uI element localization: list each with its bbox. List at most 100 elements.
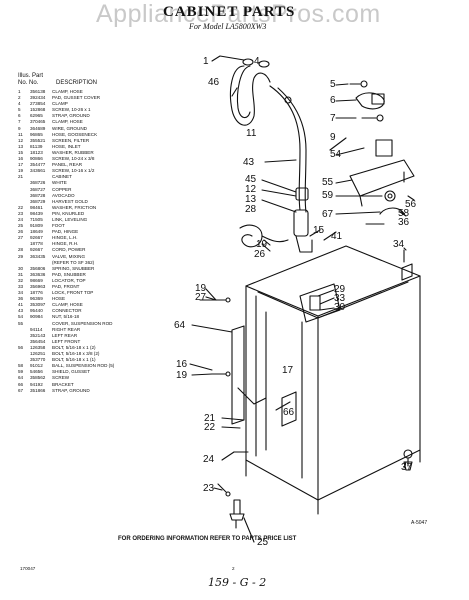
clamp-bracket [355, 92, 385, 110]
callout-33: 33 [334, 293, 346, 304]
part-desc: SPRING, SNUBBER [52, 265, 95, 271]
part-desc: VALVE, MIXING [52, 253, 86, 259]
power-cord [239, 224, 263, 248]
part-desc: BOLT, 5/16-18 x 1 (2) [52, 344, 96, 350]
callout-21: 21 [204, 413, 216, 424]
part-pn: 90866 [30, 156, 43, 162]
part-pn: 363636 [30, 271, 46, 277]
part-desc: HINGE, L.H. [52, 235, 78, 241]
inlet-hose [269, 85, 301, 211]
ordering-note: FOR ORDERING INFORMATION REFER TO PARTS … [118, 536, 297, 542]
callout-59: 59 [322, 190, 334, 201]
part-pn: 62965 [30, 113, 43, 119]
part-pn: 353770 [30, 357, 46, 363]
handwritten-note: 159 - G - 2 [208, 576, 267, 589]
part-no: 23 [18, 210, 24, 216]
part-no: 32 [18, 277, 24, 283]
part-desc: NUT, 5/16-18 [52, 314, 80, 320]
part-desc: BOLT, 5/16-18 x 1 (1) [52, 357, 96, 363]
part-no: 16 [18, 156, 24, 162]
callout-26: 26 [254, 249, 266, 260]
part-no: 33 [18, 284, 24, 289]
callout-64: 64 [174, 320, 186, 331]
part-no: 7 [18, 119, 21, 125]
part-pn: 126358 [30, 344, 46, 350]
callout-16: 16 [176, 359, 188, 370]
part-no: 28 [18, 247, 24, 253]
part-pn: 152868 [30, 107, 46, 113]
callout-12: 12 [245, 184, 257, 195]
part-pn: 91012 [30, 363, 43, 369]
suspension-ball [384, 190, 396, 202]
part-no: 22 [18, 204, 24, 210]
part-no: 13 [18, 143, 24, 149]
leveling-foot [229, 513, 245, 521]
callout-58: 58 [398, 208, 410, 219]
part-pn: 356454 [30, 338, 46, 344]
part-no: 54 [18, 314, 24, 320]
part-desc: STRAP, GROUND [52, 113, 90, 119]
part-no: 56 [18, 344, 24, 350]
part-pn: 54656 [30, 369, 43, 375]
part-no: 30 [18, 265, 24, 271]
part-desc: BRACKET [52, 381, 74, 387]
callout-25: 25 [257, 537, 269, 548]
part-pn: 92667 [30, 235, 43, 241]
part-no: 41 [18, 302, 24, 308]
part-no: 64 [18, 375, 24, 381]
part-desc: COVER, SUSPENSION ROD [52, 320, 113, 326]
callout-7: 7 [330, 113, 336, 124]
part-pn: 90984 [30, 314, 43, 320]
part-pn: 91809 [30, 223, 43, 229]
part-no: 2 [18, 95, 21, 101]
parts-list-row: 16 90866 SCREW, 10-24 x 3/8 [18, 156, 168, 162]
part-no: 11 [18, 131, 23, 137]
part-desc: SHIELD, GUSSET [52, 369, 91, 375]
part-pn: 96369 [30, 296, 43, 302]
part-no: 17 [18, 162, 24, 168]
part-pn: 273854 [30, 101, 46, 107]
part-desc: AVOCADO [52, 192, 75, 198]
part-desc: LOCK, FRONT TOP [52, 290, 94, 296]
part-desc: PIN, KNURLED [52, 210, 85, 216]
part-desc: STRAP, GROUND [52, 387, 90, 393]
parts-list-row: 36 96369 HOSE [18, 296, 168, 302]
part-desc: HOSE [52, 296, 66, 302]
callout-19-left: 19 [195, 283, 207, 294]
parts-list-header: Illus. Part No. No.DESCRIPTION [18, 73, 97, 87]
callout-29: 29 [334, 284, 346, 295]
part-desc: LEFT FRONT [52, 338, 81, 344]
part-no: 12 [18, 137, 24, 143]
part-no: 55 [18, 320, 24, 326]
part-desc: CABINET [52, 174, 72, 180]
part-pn: 364689 [30, 125, 46, 131]
page-number: 2 [232, 566, 235, 571]
part-no: 59 [18, 369, 24, 375]
parts-list-row: 55 COVER, SUSPENSION ROD [18, 321, 168, 327]
page-subtitle: For Model LA5800XW3 [189, 22, 267, 31]
part-pn: 98669 [30, 277, 43, 283]
part-desc: SCREW, 10-24 x 3/8 [52, 156, 95, 162]
part-desc: RIGHT REAR [52, 326, 81, 332]
part-pn: 351866 [30, 387, 46, 393]
part-desc: WHITE [52, 180, 67, 186]
part-no: 36 [18, 296, 24, 302]
